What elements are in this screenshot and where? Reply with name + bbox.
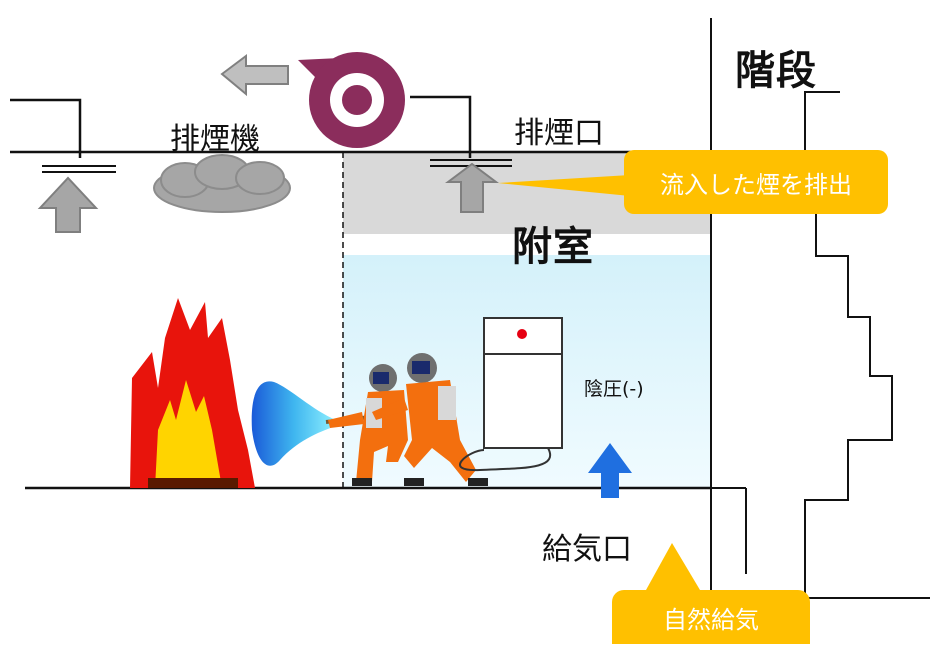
callout-pointer bbox=[646, 543, 700, 590]
water-spray-icon bbox=[251, 381, 336, 466]
up-arrow-icon bbox=[445, 162, 499, 213]
exhaust-fan-label: 排煙機 bbox=[170, 122, 260, 157]
fire-icon bbox=[130, 298, 255, 488]
fan-icon bbox=[298, 52, 405, 148]
negative-pressure-label: 陰圧(-) bbox=[584, 378, 644, 400]
anteroom-label: 附室 bbox=[512, 224, 594, 270]
exhaust-callout: 流入した煙を排出 bbox=[624, 150, 888, 214]
left-arrow-icon bbox=[220, 54, 289, 97]
door-unit-icon bbox=[459, 317, 563, 472]
smoke-cloud-icon bbox=[153, 154, 291, 213]
natural-supply-callout: 自然給気 bbox=[612, 590, 810, 644]
stairs-label: 階段 bbox=[735, 48, 817, 94]
supply-port-label: 給気口 bbox=[542, 532, 632, 567]
callout-pointer bbox=[498, 175, 630, 196]
up-arrow-icon bbox=[588, 443, 632, 498]
firefighter-icon bbox=[372, 353, 488, 486]
stairs-outline bbox=[710, 18, 930, 599]
left-vent bbox=[42, 165, 116, 173]
exhaust-port-label: 排煙口 bbox=[514, 116, 604, 151]
up-arrow-icon bbox=[37, 176, 99, 233]
